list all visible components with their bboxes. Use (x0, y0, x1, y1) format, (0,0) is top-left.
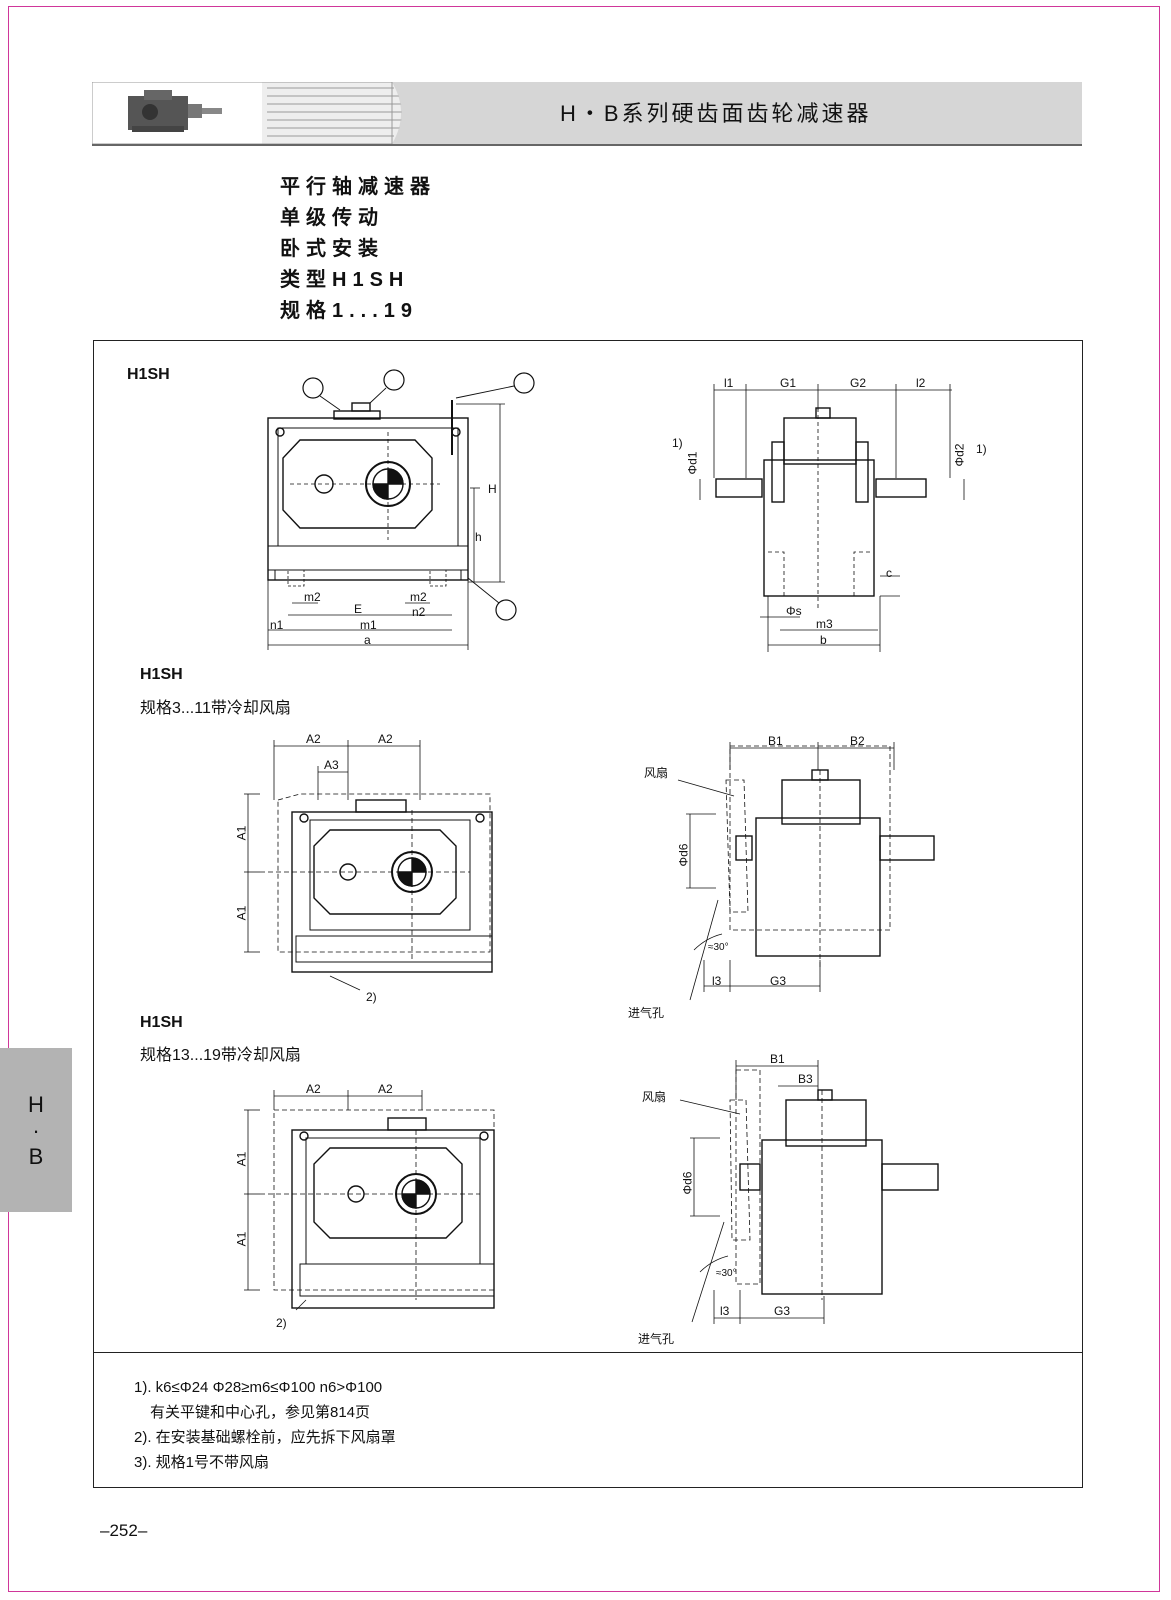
dim-c: c (886, 566, 892, 580)
dim-A2-right: A2 (378, 732, 393, 746)
section-2-subtitle: 规格3...11带冷却风扇 (140, 700, 291, 717)
dim-A2-left: A2 (306, 732, 321, 746)
dim-A1-lower: A1 (234, 905, 249, 921)
fan-callout-lower: 风扇 (642, 1090, 667, 1104)
footnote-3: 3). 规格1号不带风扇 (134, 1454, 270, 1471)
dim-H: H (488, 482, 497, 496)
dim-l3-lower: l3 (720, 1304, 730, 1318)
dim-d2: Φd2 (952, 443, 967, 467)
dim-A2-left-lower: A2 (306, 1082, 321, 1096)
note-ref-2-lower: 2) (276, 1316, 287, 1330)
page-trim-border (8, 6, 1160, 1592)
dim-a: a (364, 633, 371, 647)
footnote-1-continued: 有关平键和中心孔，参见第814页 (150, 1404, 371, 1421)
side-tab-top: H (28, 1092, 44, 1117)
dim-B1-upper: B1 (768, 734, 783, 748)
dim-m2-right: m2 (410, 590, 427, 604)
fan-front-view-drawing (244, 740, 493, 991)
dim-A1-lower-2: A1 (234, 1231, 249, 1247)
note-ref-1-right: 1) (976, 442, 987, 456)
dim-b: b (820, 633, 827, 647)
dim-B2: B2 (850, 734, 865, 748)
fan-callout-upper: 风扇 (644, 766, 669, 780)
subtitle-line: 卧式安装 (280, 238, 384, 260)
drawing-frame (93, 340, 1083, 1488)
dim-G3-upper: G3 (770, 974, 787, 988)
note-ref-2-upper: 2) (366, 990, 377, 1004)
section-3-title: H1SH (140, 1014, 183, 1031)
dim-d6-upper: Φd6 (676, 843, 691, 867)
dim-A3: A3 (324, 758, 339, 772)
subtitle-block: 平行轴减速器 单级传动 卧式安装 类型H1SH 规格1...19 (280, 172, 436, 327)
dim-l1: l1 (724, 376, 734, 390)
footnotes: 1). k6≤Φ24 Φ28≥m6≤Φ100 n6>Φ100 有关平键和中心孔，… (134, 1375, 396, 1475)
notes-divider (93, 1352, 1083, 1353)
dim-l2: l2 (916, 376, 926, 390)
section-3-subtitle: 规格13...19带冷却风扇 (140, 1047, 301, 1064)
dim-A2-right-lower: A2 (378, 1082, 393, 1096)
section-1-title: H1SH (127, 366, 170, 383)
dim-angle-lower: ≈30° (716, 1268, 737, 1279)
footnote-1: 1). k6≤Φ24 Φ28≥m6≤Φ100 n6>Φ100 (134, 1379, 383, 1396)
front-view-drawing (267, 369, 535, 650)
dim-A1-upper-2: A1 (234, 1151, 249, 1167)
dim-d1: Φd1 (685, 451, 700, 475)
side-view-drawing (699, 384, 965, 652)
subtitle-line: 平行轴减速器 (280, 176, 436, 198)
air-inlet-callout-lower: 进气孔 (638, 1332, 675, 1346)
page-number: –252– (100, 1521, 148, 1540)
dim-G1: G1 (780, 376, 797, 390)
side-tab-bottom: B (28, 1144, 44, 1169)
dim-A1-upper: A1 (234, 825, 249, 841)
side-tab-label: H · B (0, 1092, 72, 1170)
side-tab (0, 1048, 72, 1212)
dim-s: Φs (786, 604, 802, 618)
dim-G2: G2 (850, 376, 867, 390)
footnote-2: 2). 在安装基础螺栓前，应先拆下风扇罩 (134, 1429, 396, 1446)
dim-n1: n1 (270, 618, 284, 632)
fan-side-view-drawing (677, 742, 935, 1001)
dim-m2-left: m2 (304, 590, 321, 604)
note-ref-1-left: 1) (672, 436, 683, 450)
gearbox-photo-icon (128, 90, 222, 132)
subtitle-line: 单级传动 (280, 207, 384, 229)
dim-G3-lower: G3 (774, 1304, 791, 1318)
subtitle-line: 规格1...19 (280, 300, 419, 322)
dim-B3: B3 (798, 1072, 813, 1086)
large-fan-front-view-drawing (244, 1090, 495, 1311)
large-fan-side-view-drawing (679, 1060, 939, 1324)
dim-m1: m1 (360, 618, 377, 632)
subtitle-line: 类型H1SH (280, 269, 410, 291)
dim-m3: m3 (816, 617, 833, 631)
dim-d6-lower: Φd6 (680, 1171, 695, 1195)
dim-angle-upper: ≈30° (708, 942, 729, 953)
dim-h: h (475, 530, 482, 544)
section-2-title: H1SH (140, 666, 183, 683)
dim-E: E (354, 602, 363, 616)
page-title: H・B系列硬齿面齿轮减速器 (560, 101, 872, 126)
dim-B1-lower: B1 (770, 1052, 785, 1066)
header-photo-panel (92, 82, 410, 144)
dim-n2: n2 (412, 605, 426, 619)
dim-l3-upper: l3 (712, 974, 722, 988)
air-inlet-callout-upper: 进气孔 (628, 1006, 665, 1020)
side-tab-dot: · (32, 1118, 40, 1143)
